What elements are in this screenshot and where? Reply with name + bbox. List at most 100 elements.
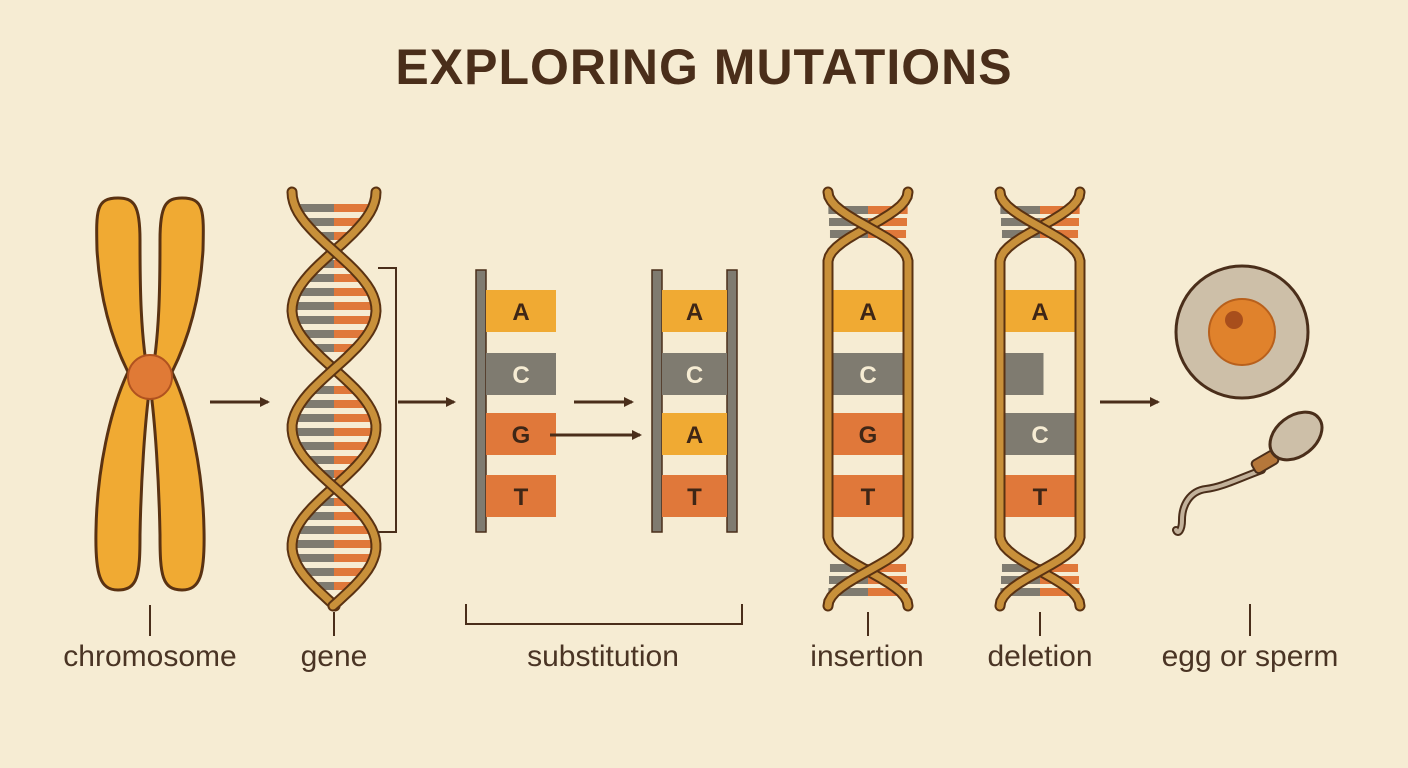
base-pair-rung [334, 386, 357, 394]
label-egg-or-sperm: egg or sperm [1161, 640, 1339, 673]
dna-strand-0 [288, 188, 380, 610]
base-pair-rung [829, 564, 868, 572]
base-letter: C [859, 362, 876, 389]
base-pair-rung [300, 400, 334, 408]
base-pair-rung [334, 274, 362, 282]
base-letter: C [686, 362, 703, 389]
base-block [833, 475, 903, 517]
base-pair-rung [304, 512, 334, 520]
base-pair-rung [334, 512, 364, 520]
base-pair-rung [334, 498, 351, 506]
base-letter: T [514, 484, 529, 511]
base-pair-rung [334, 302, 376, 310]
sperm-icon [1172, 410, 1324, 636]
substitution-bracket [465, 604, 743, 625]
base-pair-rung [334, 554, 374, 562]
gene-bracket [378, 267, 397, 533]
base-pair-rung [334, 204, 373, 212]
base-block [833, 413, 903, 455]
base-block [662, 413, 727, 455]
base-pair-rung [301, 568, 334, 576]
dna-strand-outline-0 [994, 186, 1086, 612]
base-pair-rung [292, 428, 334, 436]
label-deletion: deletion [987, 640, 1093, 673]
base-pair-rung [295, 526, 334, 534]
base-letter: G [859, 422, 878, 449]
base-pair-rung [292, 540, 334, 548]
base-pair-rung [306, 456, 334, 464]
base-pair-rung [868, 564, 907, 572]
base-pair-rung [306, 274, 334, 282]
base-pair-rung [334, 288, 372, 296]
label-chromosome: chromosome [63, 640, 237, 673]
base-block [662, 353, 727, 395]
base-pair-rung [1040, 588, 1080, 596]
base-pair-rung [1000, 588, 1040, 596]
base-pair-rung [334, 540, 376, 548]
base-pair-rung [317, 232, 334, 240]
base-pair-rung [334, 218, 364, 226]
base-pair-rung [300, 330, 334, 338]
base-pair-rung [304, 218, 334, 226]
base-pair-rung [1001, 564, 1040, 572]
base-letter: A [686, 299, 703, 326]
base-pair-rung [311, 344, 334, 352]
base-block [833, 290, 903, 332]
dna-strand-outline-0 [822, 186, 914, 612]
deletion-helix: ACT [994, 186, 1086, 612]
base-letter: A [512, 299, 529, 326]
base-pair-rung [296, 288, 334, 296]
base-block [662, 290, 727, 332]
base-pair-rung [295, 204, 334, 212]
base-letter: A [686, 422, 703, 449]
dna-strand-outline-1 [822, 186, 914, 612]
base-block [486, 290, 556, 332]
dna-strand-1 [996, 188, 1084, 610]
base-pair-rung [334, 456, 362, 464]
base-pair-rung [334, 442, 372, 450]
label-gene: gene [300, 640, 368, 673]
base-pair-rung [868, 588, 908, 596]
base-block [486, 353, 556, 395]
base-letter: C [1031, 422, 1048, 449]
base-pair-rung [317, 498, 334, 506]
base-letter: T [687, 484, 702, 511]
label-insertion: insertion [810, 640, 924, 673]
base-pair-rung [334, 428, 376, 436]
dna-strand-outline-1 [994, 186, 1086, 612]
base-block [486, 475, 556, 517]
base-pair-rung [293, 316, 334, 324]
base-pair-rung [294, 554, 334, 562]
dna-strand-1 [824, 188, 912, 610]
base-pair-rung [334, 582, 355, 590]
base-pair-rung [334, 232, 351, 240]
base-pair-rung [334, 414, 375, 422]
base-pair-rung [296, 442, 334, 450]
base-pair-rung [311, 386, 334, 394]
base-letter: A [859, 299, 876, 326]
base-letter: T [861, 484, 876, 511]
base-block [1005, 413, 1075, 455]
dna-strand-0 [996, 188, 1084, 610]
base-pair-rung [313, 582, 334, 590]
label-substitution: substitution [527, 640, 679, 673]
base-pair-rung [292, 302, 334, 310]
base-pair-rung [334, 330, 368, 338]
base-block [1005, 290, 1075, 332]
dna-strand-1 [288, 188, 380, 610]
centromere [127, 354, 173, 400]
page-title: EXPLORING MUTATIONS [395, 39, 1013, 95]
base-pair-rung [334, 344, 357, 352]
base-pair-rung [334, 568, 367, 576]
base-pair-rung [293, 414, 334, 422]
base-block [662, 475, 727, 517]
base-pair-rung [334, 526, 373, 534]
base-pair-rung [828, 588, 868, 596]
base-pair-rung [1040, 564, 1079, 572]
base-pair-rung [334, 400, 368, 408]
egg-icon [1174, 264, 1310, 400]
base-block [486, 413, 556, 455]
gene-helix [286, 186, 382, 612]
